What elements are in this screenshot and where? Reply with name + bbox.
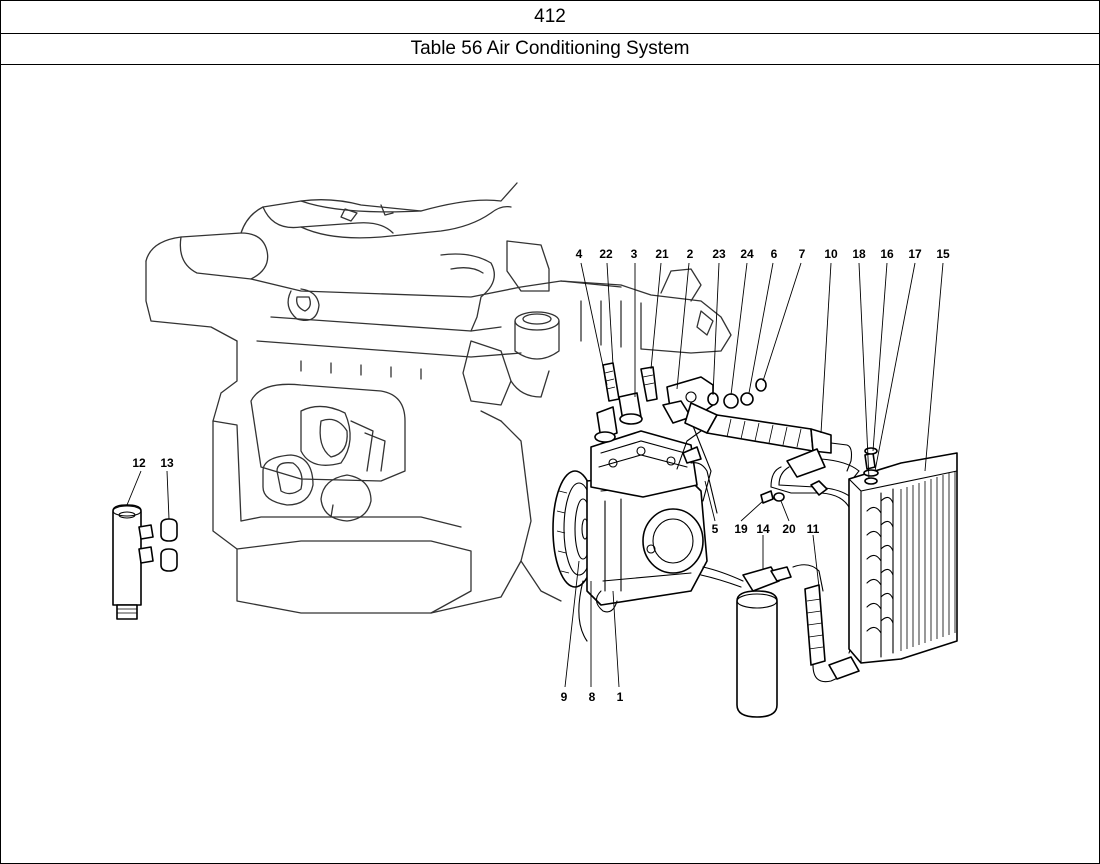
callout-10: 10 bbox=[824, 247, 838, 261]
callout-13: 13 bbox=[160, 456, 174, 470]
liquid-lines bbox=[700, 448, 862, 718]
callout-labels: 4 22 3 21 2 23 24 6 7 10 18 16 17 15 12 … bbox=[132, 247, 950, 704]
callout-22: 22 bbox=[599, 247, 613, 261]
model-number: 412 bbox=[1, 1, 1099, 34]
callout-6: 6 bbox=[771, 247, 778, 261]
callout-23: 23 bbox=[712, 247, 726, 261]
callout-17: 17 bbox=[908, 247, 922, 261]
leader-lines bbox=[126, 262, 944, 688]
engine-outline bbox=[145, 182, 732, 614]
diagram-drawing: 4 22 3 21 2 23 24 6 7 10 18 16 17 15 12 … bbox=[112, 182, 958, 718]
callout-4: 4 bbox=[576, 247, 583, 261]
callout-1: 1 bbox=[617, 690, 624, 704]
callout-18: 18 bbox=[852, 247, 866, 261]
callout-9: 9 bbox=[561, 690, 568, 704]
callout-3: 3 bbox=[631, 247, 638, 261]
callout-24: 24 bbox=[740, 247, 754, 261]
callout-21: 21 bbox=[655, 247, 669, 261]
callout-8: 8 bbox=[589, 690, 596, 704]
table-title: Table 56 Air Conditioning System bbox=[1, 34, 1099, 65]
callout-5: 5 bbox=[712, 522, 719, 536]
callout-20: 20 bbox=[782, 522, 796, 536]
callout-16: 16 bbox=[880, 247, 894, 261]
callout-19: 19 bbox=[734, 522, 748, 536]
condenser bbox=[848, 447, 958, 664]
callout-14: 14 bbox=[756, 522, 770, 536]
callout-2: 2 bbox=[687, 247, 694, 261]
callout-12: 12 bbox=[132, 456, 146, 470]
callout-11: 11 bbox=[807, 522, 820, 536]
compressor bbox=[552, 362, 718, 642]
pressure-switch-assembly bbox=[112, 504, 178, 620]
exploded-diagram: 4 22 3 21 2 23 24 6 7 10 18 16 17 15 12 … bbox=[1, 65, 1099, 863]
callout-7: 7 bbox=[799, 247, 806, 261]
callout-15: 15 bbox=[936, 247, 950, 261]
